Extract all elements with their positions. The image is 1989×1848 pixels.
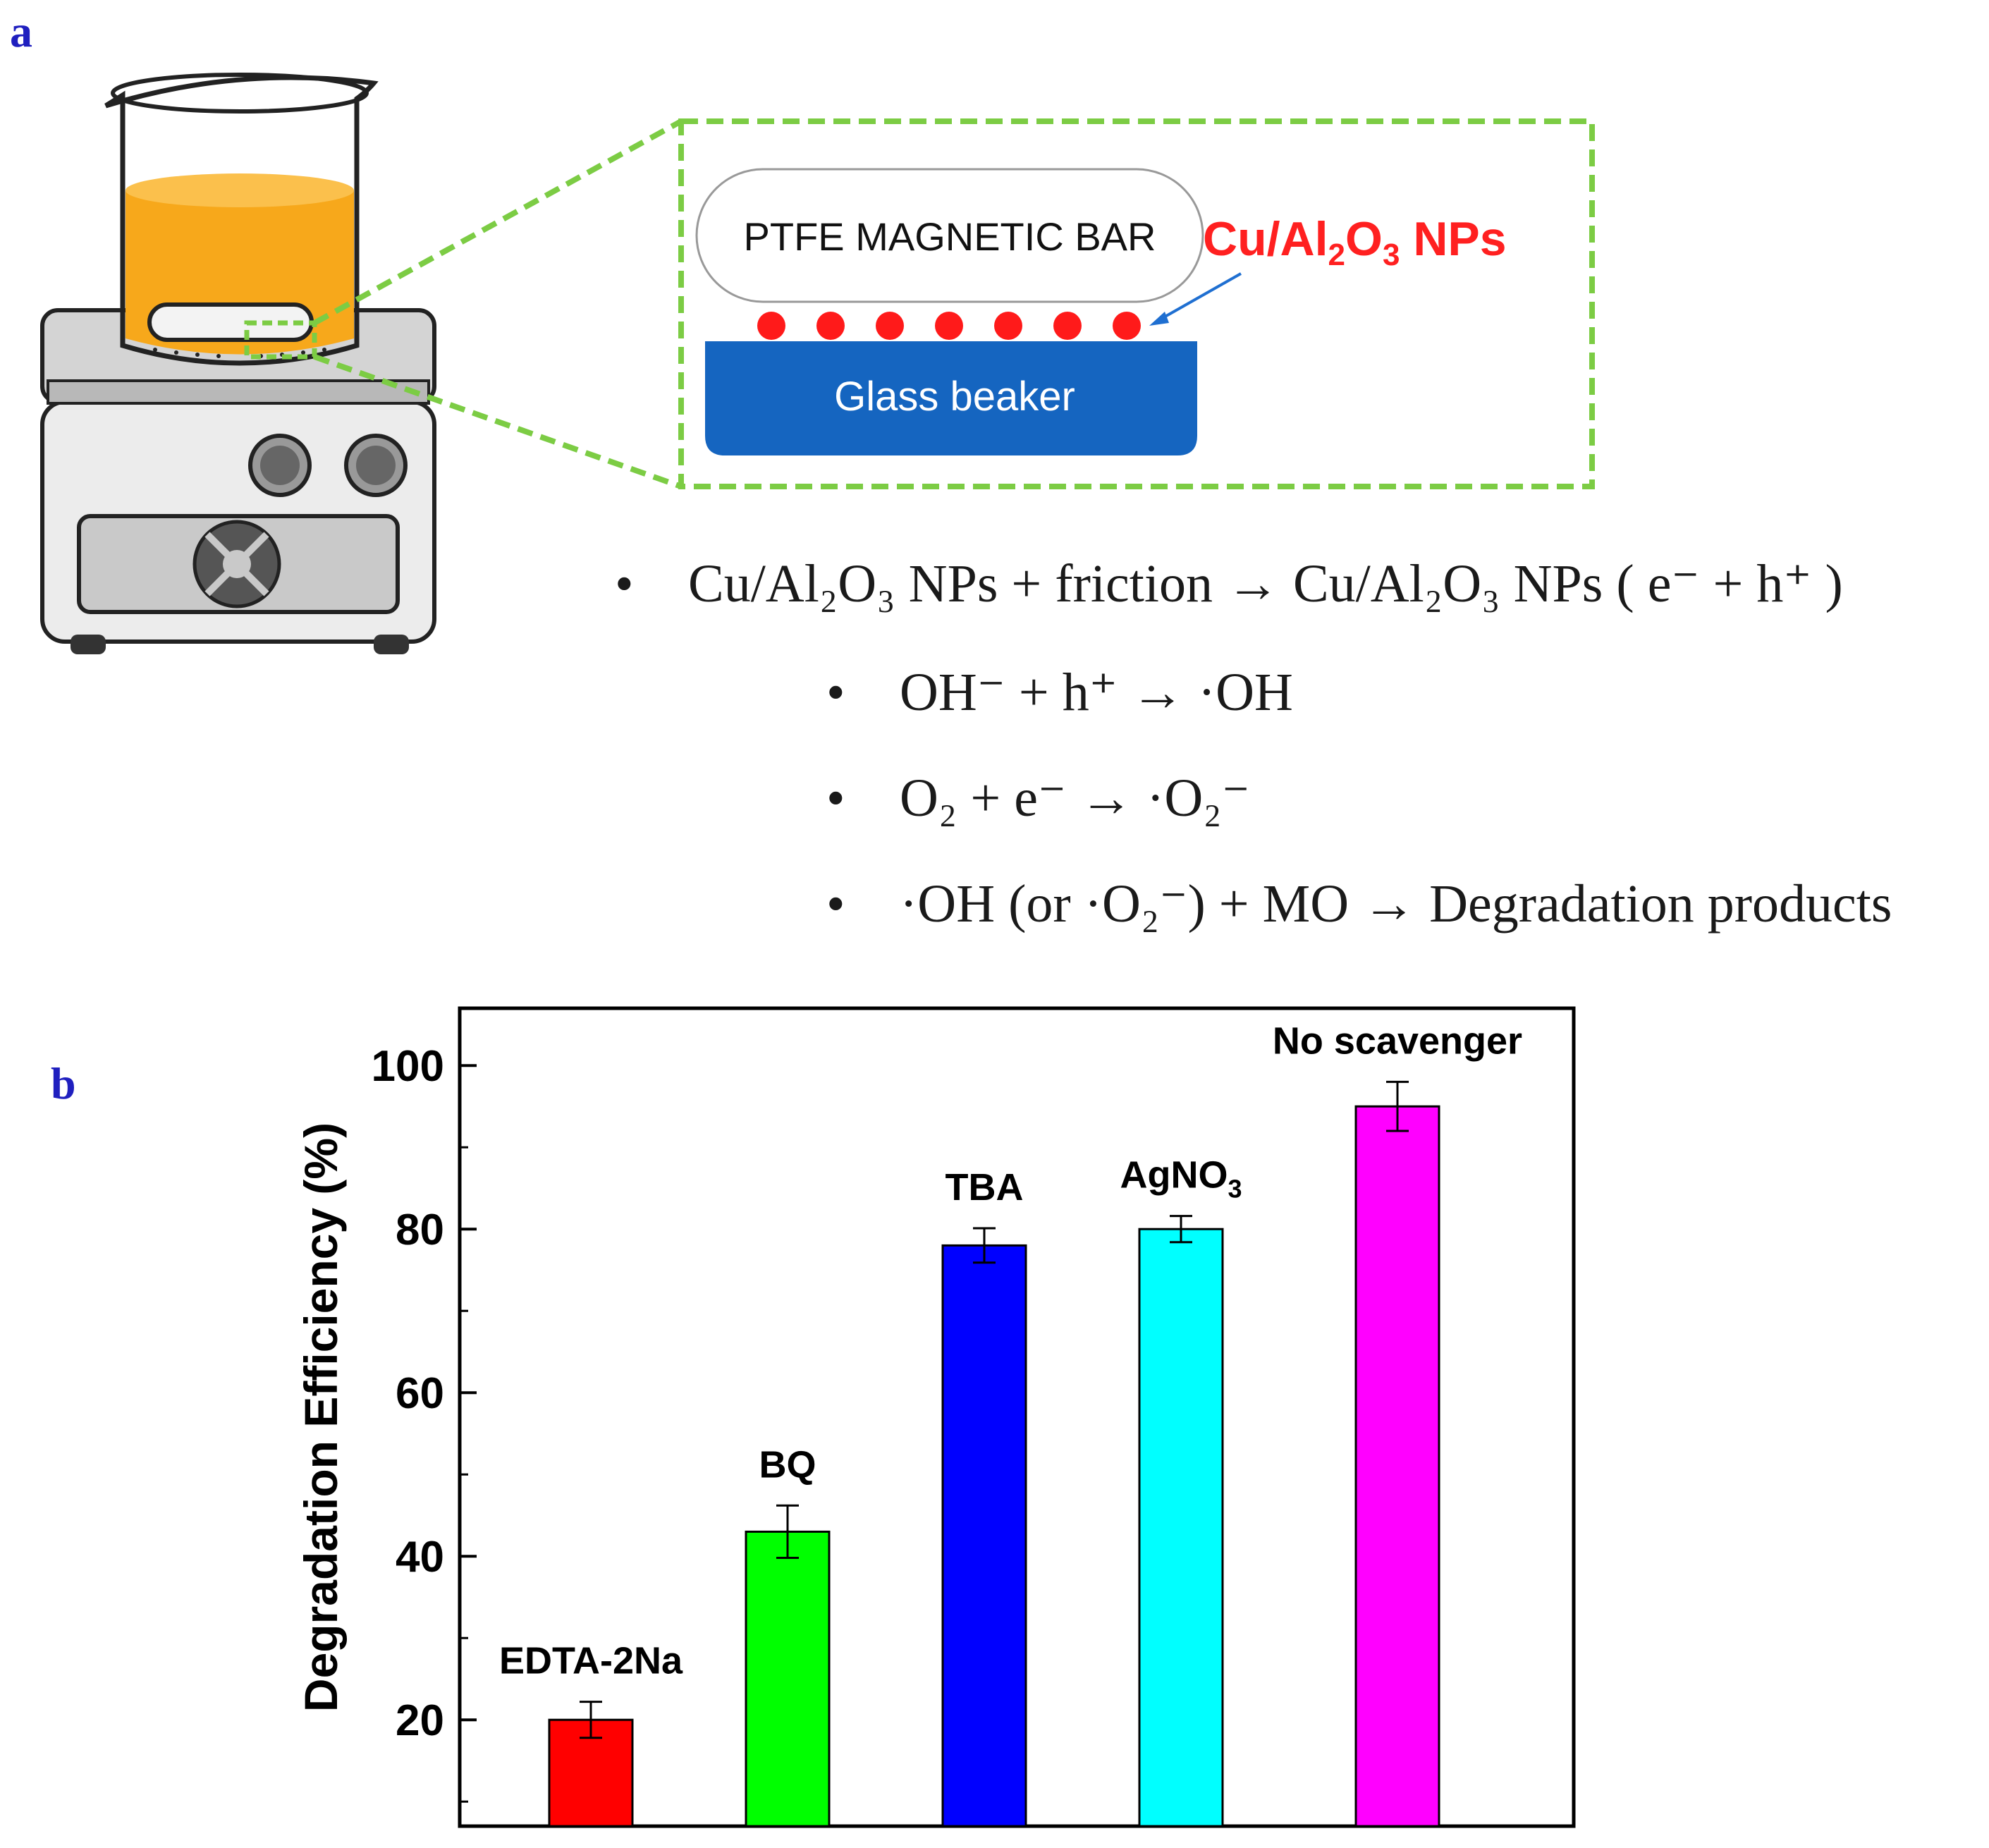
ptfe-magnetic-bar: [695, 168, 1204, 303]
bar: [745, 1530, 831, 1828]
hotplate-feet-left: [71, 635, 106, 654]
bar-label: No scavenger: [1273, 1020, 1522, 1062]
y-axis-label: Degradation Efficiency (%): [295, 1122, 347, 1712]
equation-4: •·OH (or ·O₂⁻) + MO → Degradation produc…: [826, 874, 1892, 934]
bar-label: BQ: [759, 1443, 816, 1486]
y-tick-label: 20: [396, 1696, 444, 1745]
panel-a-illustration: PTFE MAGNETIC BAR Glass beaker Cu/Al2O3 …: [40, 73, 1595, 654]
glass-beaker-label: Glass beaker: [834, 374, 1075, 420]
zoom-guide-bottom: [313, 354, 683, 489]
np-pointer-arrow: [1156, 272, 1242, 323]
equation-2: •OH⁻ + h⁺ → ·OH: [826, 663, 1293, 722]
np-dots: [757, 312, 1141, 340]
bar: [941, 1244, 1027, 1828]
zoom-guide-top: [313, 118, 683, 326]
np-label: Cu/Al2O3 NPs: [1203, 212, 1507, 272]
hotplate-feet-right: [374, 635, 409, 654]
equation-3: •O₂ + e⁻ → ·O₂⁻: [826, 769, 1250, 828]
glass-beaker-block: [705, 341, 1197, 455]
y-tick-label: 40: [396, 1533, 444, 1581]
bar: [1354, 1105, 1440, 1828]
zoom-source-box: [244, 320, 317, 360]
beaker-glass: [104, 75, 379, 366]
y-tick-label: 80: [396, 1206, 444, 1254]
hotplate-rim: [47, 379, 430, 405]
bar-label: EDTA-2Na: [499, 1640, 683, 1682]
y-tick-label: 60: [396, 1369, 444, 1418]
ptfe-bar-label: PTFE MAGNETIC BAR: [744, 214, 1156, 259]
bar: [1138, 1228, 1224, 1828]
bar-label: AgNO3: [1120, 1154, 1242, 1204]
equation-1: •Cu/Al₂O₃ NPs + friction → Cu/Al₂O₃ NPs …: [615, 554, 1843, 613]
inset-frame: [678, 118, 1595, 489]
panel-a-label: a: [10, 6, 32, 56]
bar-label: TBA: [945, 1166, 1024, 1208]
panel-b-label: b: [51, 1058, 76, 1108]
y-tick-label: 100: [372, 1042, 444, 1091]
